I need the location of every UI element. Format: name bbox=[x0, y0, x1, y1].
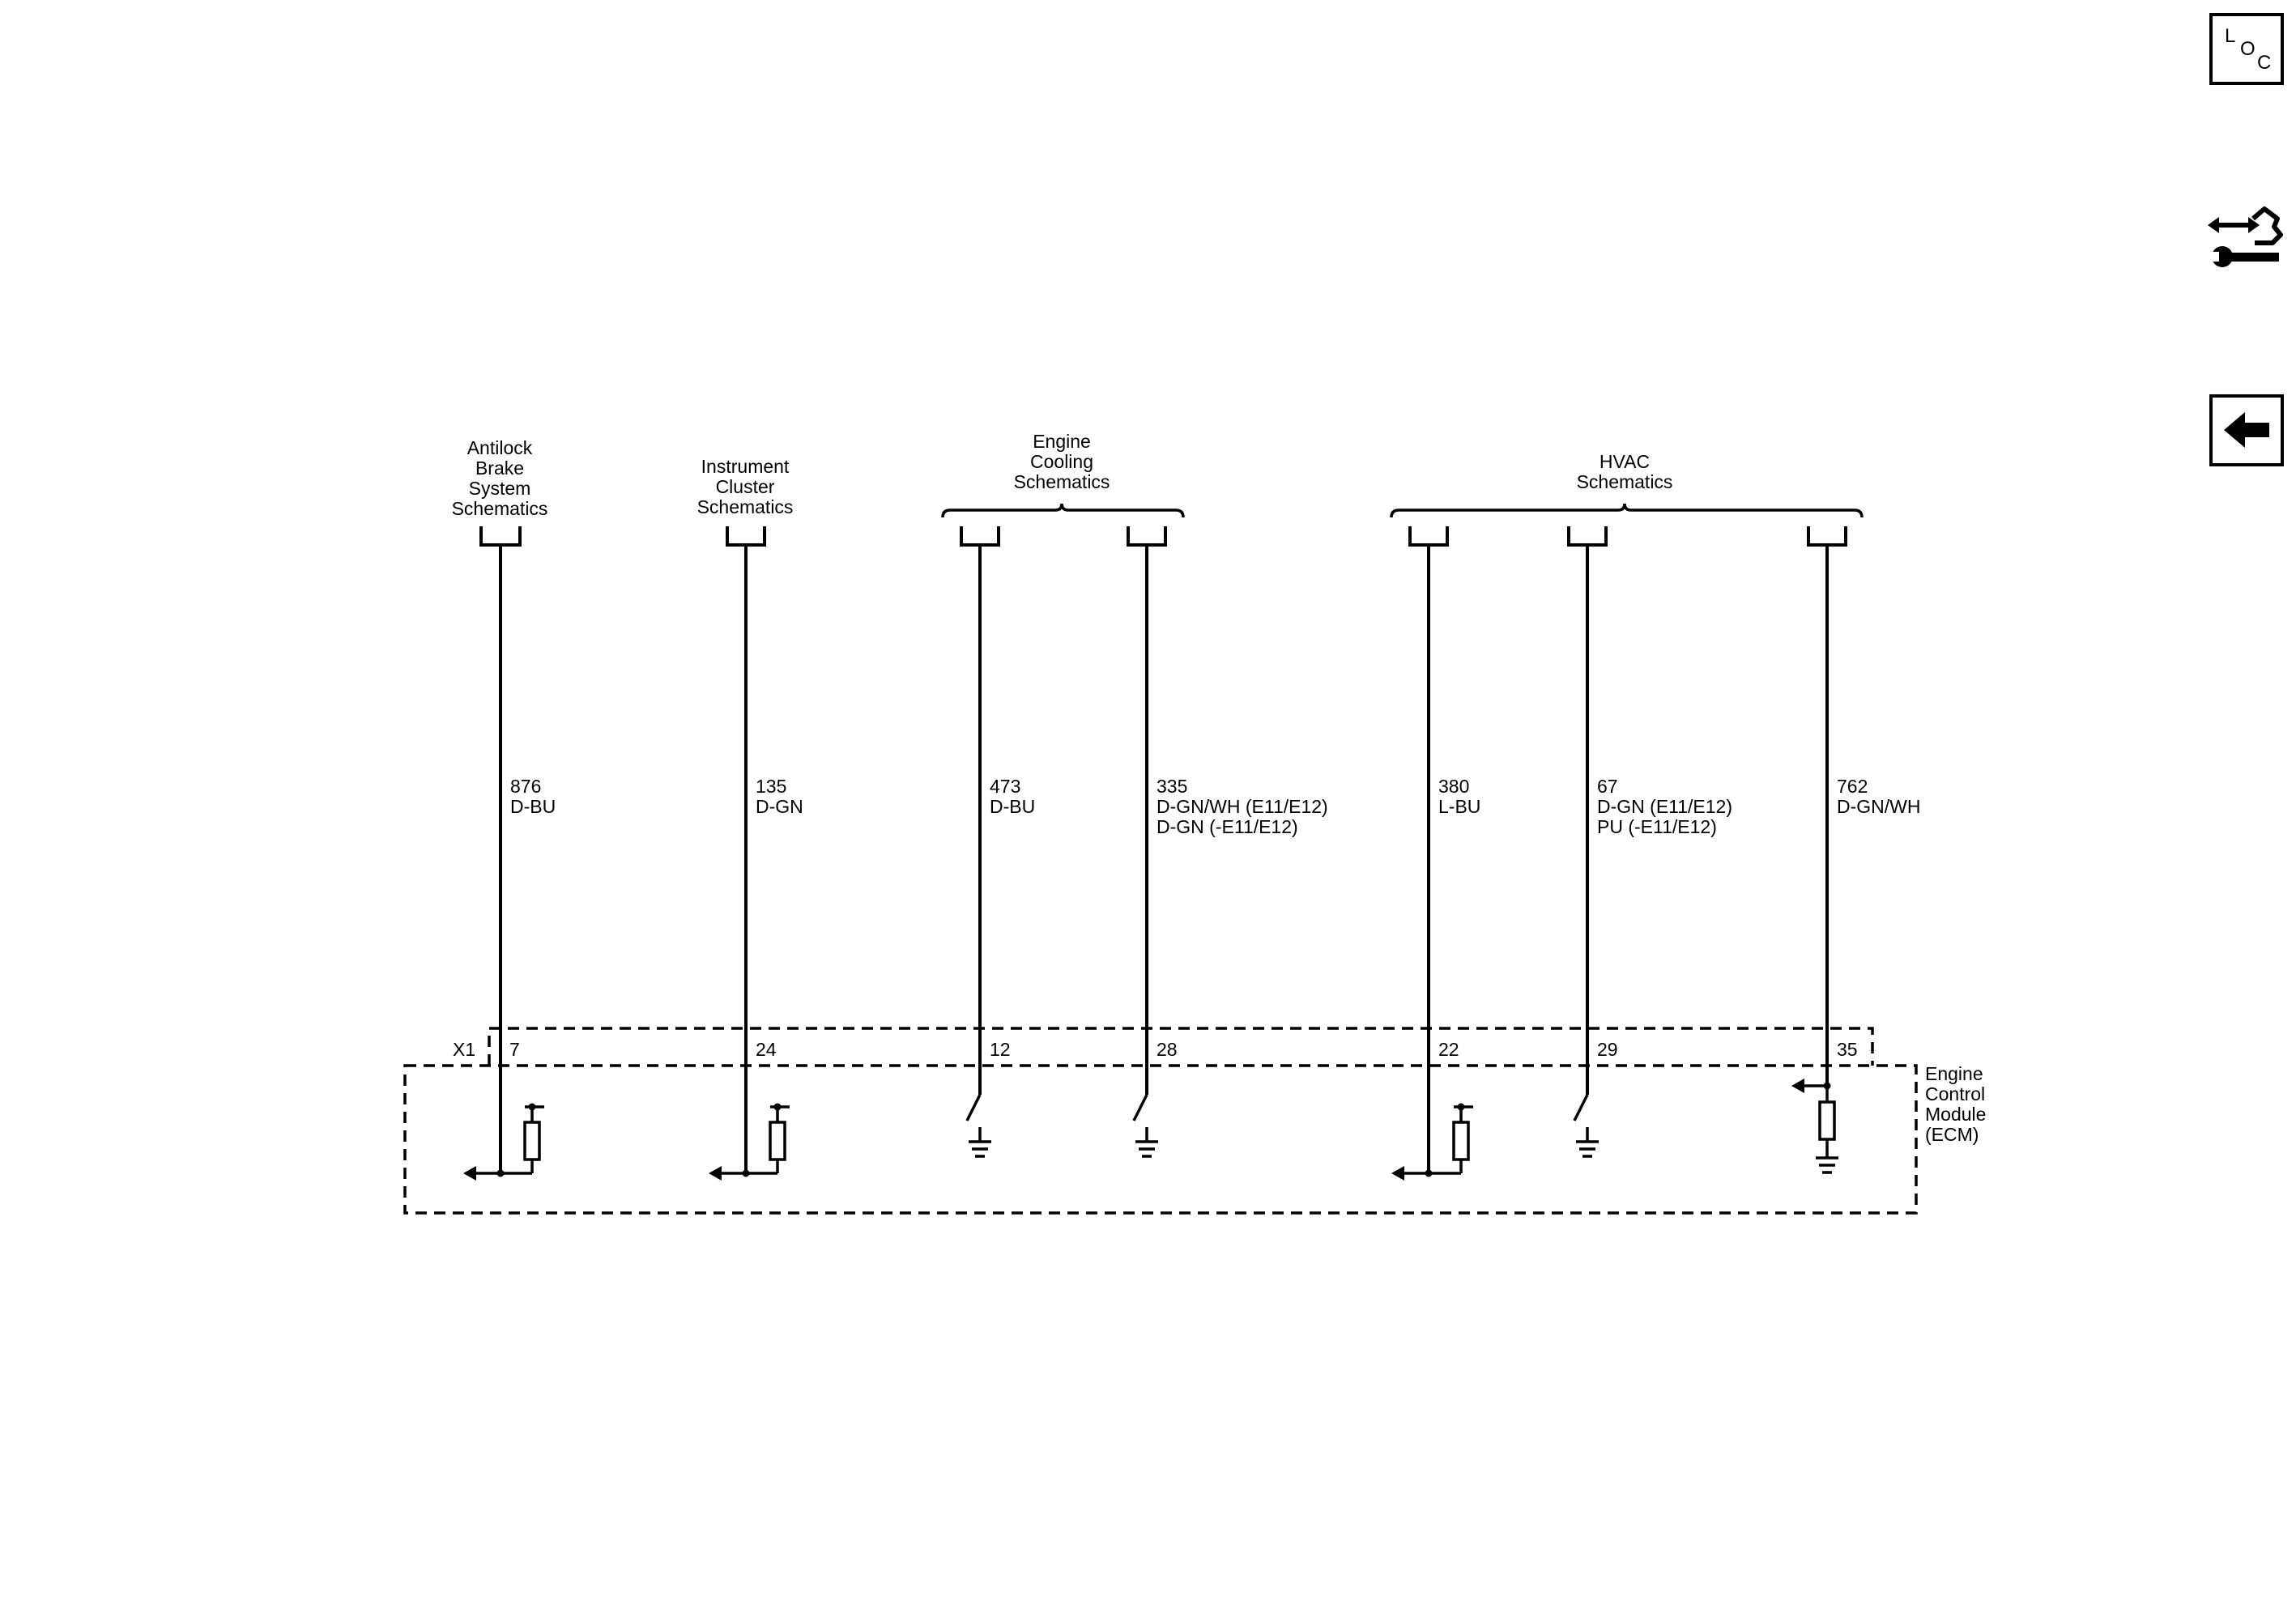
circuit-label-67: 67 D-GN (E11/E12) PU (-E11/E12) bbox=[1597, 776, 1732, 837]
circuit-color: D-GN (E11/E12) bbox=[1597, 796, 1732, 817]
loc-button[interactable]: L O C bbox=[2209, 13, 2284, 85]
instrument-cluster-schematics-label[interactable]: Instrument Cluster Schematics bbox=[697, 456, 794, 517]
pin-number: 22 bbox=[1438, 1039, 1459, 1060]
abs-label-line: Brake bbox=[475, 457, 524, 479]
hvac-380-connector-bracket bbox=[1408, 526, 1449, 547]
loc-icon: L O C bbox=[2225, 25, 2271, 74]
circuit-label-473: 473 D-BU bbox=[990, 776, 1035, 817]
abs-label-line: Schematics bbox=[452, 498, 548, 519]
pin-number: 29 bbox=[1597, 1039, 1618, 1060]
circuit-color: D-GN/WH bbox=[1837, 796, 1920, 817]
abs-connector-bracket bbox=[479, 526, 522, 547]
pin-number: 28 bbox=[1157, 1039, 1178, 1060]
internal-switch-pin-29 bbox=[1573, 1094, 1599, 1158]
service-info-button[interactable] bbox=[2206, 201, 2287, 282]
ecm-label-line: Engine bbox=[1925, 1063, 1983, 1084]
cooling-335-connector-bracket bbox=[1127, 526, 1167, 547]
circuit-color: D-BU bbox=[510, 796, 556, 817]
circuit-label-876: 876 D-BU bbox=[510, 776, 556, 817]
connector-wrench-icon bbox=[2208, 206, 2283, 267]
circuit-number: 473 bbox=[990, 776, 1020, 797]
internal-circuit-pin-22 bbox=[1391, 1103, 1473, 1181]
ecm-module-outline bbox=[403, 1064, 1918, 1215]
hvac-67-connector-bracket bbox=[1567, 526, 1608, 547]
circuit-label-135: 135 D-GN bbox=[756, 776, 803, 817]
arrow-left-icon bbox=[2224, 412, 2269, 448]
cooling-group-brace bbox=[941, 503, 1185, 518]
circuit-number: 876 bbox=[510, 776, 541, 797]
cooling-473-connector-bracket bbox=[960, 526, 1000, 547]
internal-circuit-pin-7 bbox=[463, 1103, 544, 1181]
cooling-label-line: Engine bbox=[1033, 431, 1091, 452]
cooling-label-line: Schematics bbox=[1014, 471, 1110, 492]
circuit-label-762: 762 D-GN/WH bbox=[1837, 776, 1920, 817]
abs-label-line: System bbox=[469, 478, 531, 499]
circuit-color: D-GN/WH (E11/E12) bbox=[1157, 796, 1328, 817]
circuit-color: L-BU bbox=[1438, 796, 1480, 817]
ecm-label-line: Control bbox=[1925, 1083, 1985, 1104]
ipc-connector-bracket bbox=[726, 526, 766, 547]
ipc-label-line: Schematics bbox=[697, 496, 794, 517]
hvac-schematics-label[interactable]: HVAC Schematics bbox=[1577, 451, 1673, 492]
cooling-label-line: Cooling bbox=[1030, 451, 1093, 472]
pin-number: 12 bbox=[990, 1039, 1011, 1060]
ecm-label-line: Module bbox=[1925, 1104, 1986, 1125]
circuit-color: D-BU bbox=[990, 796, 1035, 817]
loc-letter: L bbox=[2225, 25, 2235, 47]
internal-switch-pin-28 bbox=[1132, 1094, 1158, 1158]
pin-number: 7 bbox=[509, 1039, 520, 1060]
ecm-label-line: (ECM) bbox=[1925, 1124, 1979, 1145]
circuit-number: 762 bbox=[1837, 776, 1868, 797]
loc-letter: C bbox=[2257, 52, 2271, 74]
internal-circuit-pin-35 bbox=[1791, 1079, 1838, 1174]
pin-number: 35 bbox=[1837, 1039, 1858, 1060]
circuit-number: 335 bbox=[1157, 776, 1187, 797]
pin-number: 24 bbox=[756, 1039, 777, 1060]
circuit-number: 380 bbox=[1438, 776, 1469, 797]
circuit-label-335: 335 D-GN/WH (E11/E12) D-GN (-E11/E12) bbox=[1157, 776, 1328, 837]
connector-name: X1 bbox=[453, 1039, 475, 1060]
engine-cooling-schematics-label[interactable]: Engine Cooling Schematics bbox=[1014, 431, 1110, 492]
back-button[interactable] bbox=[2209, 394, 2284, 466]
internal-circuit-pin-24 bbox=[709, 1103, 790, 1181]
circuit-label-380: 380 L-BU bbox=[1438, 776, 1480, 817]
circuit-number: 67 bbox=[1597, 776, 1618, 797]
abs-schematics-label[interactable]: Antilock Brake System Schematics bbox=[452, 437, 548, 519]
hvac-label-line: HVAC bbox=[1600, 451, 1650, 472]
internal-switch-pin-12 bbox=[965, 1094, 991, 1158]
circuit-color: D-GN bbox=[756, 796, 803, 817]
abs-label-line: Antilock bbox=[467, 437, 533, 458]
ipc-label-line: Cluster bbox=[716, 476, 775, 497]
circuit-color: PU (-E11/E12) bbox=[1597, 816, 1717, 837]
loc-letter: O bbox=[2240, 38, 2256, 60]
hvac-762-connector-bracket bbox=[1807, 526, 1847, 547]
hvac-group-brace bbox=[1390, 503, 1864, 518]
ecm-module-label[interactable]: Engine Control Module (ECM) bbox=[1925, 1063, 1986, 1145]
hvac-label-line: Schematics bbox=[1577, 471, 1673, 492]
x1-connector-outline bbox=[488, 1027, 1874, 1066]
ipc-label-line: Instrument bbox=[701, 456, 790, 477]
circuit-number: 135 bbox=[756, 776, 786, 797]
circuit-color: D-GN (-E11/E12) bbox=[1157, 816, 1298, 837]
